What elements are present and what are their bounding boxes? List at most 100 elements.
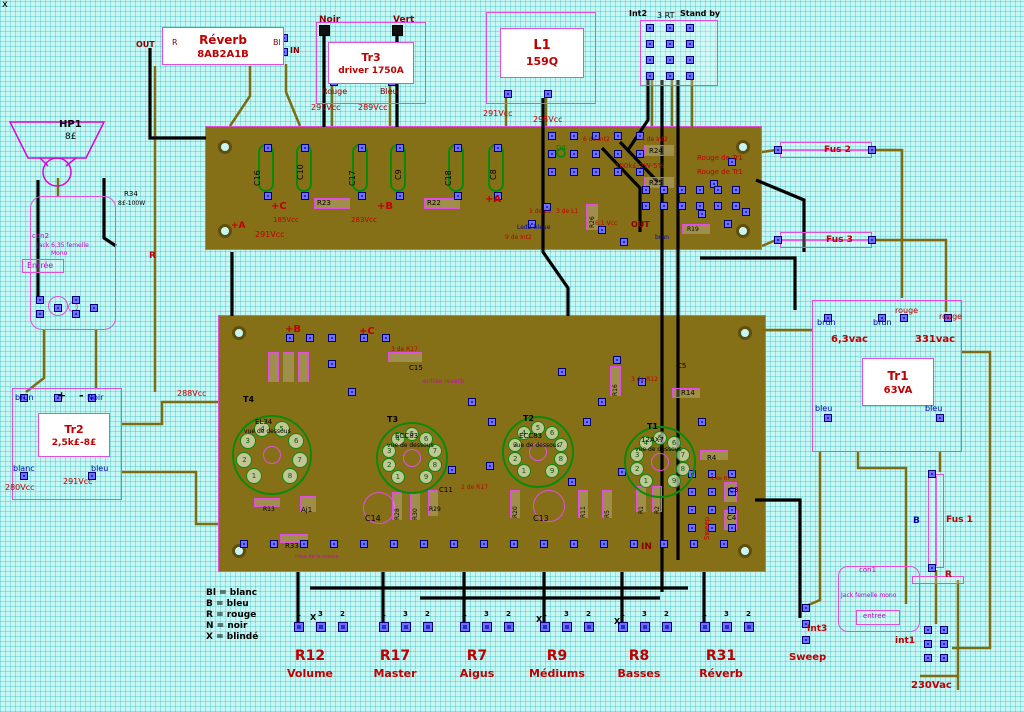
component-silkscreen [268,352,279,382]
pcb-label: mise de la masse [295,554,339,560]
tube-pin: 4 [390,431,405,446]
transformer-tr1-box: Tr1 63VA [862,358,934,406]
pot-label-r7: R7 Aigus [435,648,519,680]
pcb-label: + [57,389,67,402]
pot-function: Aigus [459,667,495,680]
pcb-label: R30 [412,508,419,520]
pcb-label: Rouge de Tr1 [697,154,743,162]
tube-pin: 9 [419,470,434,485]
pcb-label: 3 de R17 [391,346,418,353]
pcb-label: EL34 [255,418,273,426]
solder-pad [614,132,622,140]
component-outline [30,196,116,330]
solder-pad [940,626,948,634]
connector-pin-number: 2 [506,610,511,618]
solder-pad [630,540,638,548]
component-silkscreen [280,534,308,543]
pcb-label: Fus 3 [826,235,853,245]
solder-pad [708,488,716,496]
pot-label-r9: R9 Médiums [515,648,599,680]
component-silkscreen [700,450,728,460]
component-silkscreen [283,352,294,382]
mounting-hole [218,140,232,154]
solder-pad [678,186,686,194]
solder-pad [494,192,502,200]
solder-pad [390,540,398,548]
pcb-label: D4 [556,144,566,152]
pcb-label: R24 [649,147,663,155]
component-silkscreen [672,388,700,398]
component-outline [316,22,426,104]
solder-pad [583,418,591,426]
component-silkscreen [424,198,460,209]
pot-ref: R8 [628,648,650,664]
pcb-label: R22 [427,199,441,207]
connector-pad [504,622,514,632]
pcb-label: T3 [387,415,399,424]
pcb-label: 4 de Int2 [641,136,668,143]
pcb-label: R29 [429,506,441,513]
solder-pad [544,90,552,98]
pcb-label: OUT [136,40,155,49]
wire-color-legend: Bl = blanc B = bleu R = rouge N = noir X… [206,588,258,643]
connector-pin-number: 3 [403,610,408,618]
pcb-label: C10 [296,164,305,180]
solder-pad [301,192,309,200]
tube-pin: 6 [288,433,305,449]
solder-pad [944,314,952,322]
component-outline [486,12,596,104]
pot-ref: R17 [379,648,411,664]
component-silkscreen [586,204,598,230]
pcb-label: 230Vac [911,680,952,691]
component-silkscreen [392,492,402,520]
solder-pad [54,394,62,402]
solder-pad [688,506,696,514]
pcb-label: vue de dessous [244,428,291,435]
component-silkscreen [254,498,280,507]
solder-pad [924,640,932,648]
l1-value: 159Q [525,55,559,68]
connector-pin-number: 3 [642,610,647,618]
pcb-label: Entrée [27,261,54,270]
pot-ref: R31 [705,648,737,664]
pcb-label: B [913,516,920,526]
solder-pad [396,144,404,152]
solder-pad [598,226,606,234]
tube-pin: 8 [281,468,298,485]
tube-pin: 7 [291,451,308,468]
pcb-label: Sweep [789,652,827,663]
solder-pad [548,168,556,176]
pcb-label: blanc [13,464,35,473]
solder-pad [928,564,936,572]
pcb-label: - [79,389,84,402]
solder-pad [88,394,96,402]
solder-pad [360,334,368,342]
pcb-label: 288Vcc [177,389,207,398]
hookup-wire [700,256,797,310]
solder-pad [592,168,600,176]
solder-pad [686,24,694,32]
tube-pin: 1 [638,474,653,489]
tube-key-circle [529,443,547,461]
solder-pad [660,186,668,194]
solder-pad [824,314,832,322]
connector-pin-number: 1 [296,610,301,618]
solder-pad [824,414,832,422]
solder-pad [686,72,694,80]
solder-pad [592,132,600,140]
capacitor-can-outline [48,296,68,316]
solder-pad [732,186,740,194]
pcb-label: brun [873,318,892,327]
pcb-label: Int3 [807,624,828,634]
connector-pad [379,622,389,632]
component-silkscreen [602,490,612,518]
solder-pad [468,398,476,406]
pcb-label: +C [359,326,375,337]
connector-pin-number: 1 [620,610,625,618]
solder-pad [720,540,728,548]
silkscreen-line [65,157,77,167]
solder-pad [382,334,390,342]
pcb-label: 291Vcc [255,230,285,239]
connector-pin-number: 1 [462,610,467,618]
tube-pin: 4 [638,435,653,450]
